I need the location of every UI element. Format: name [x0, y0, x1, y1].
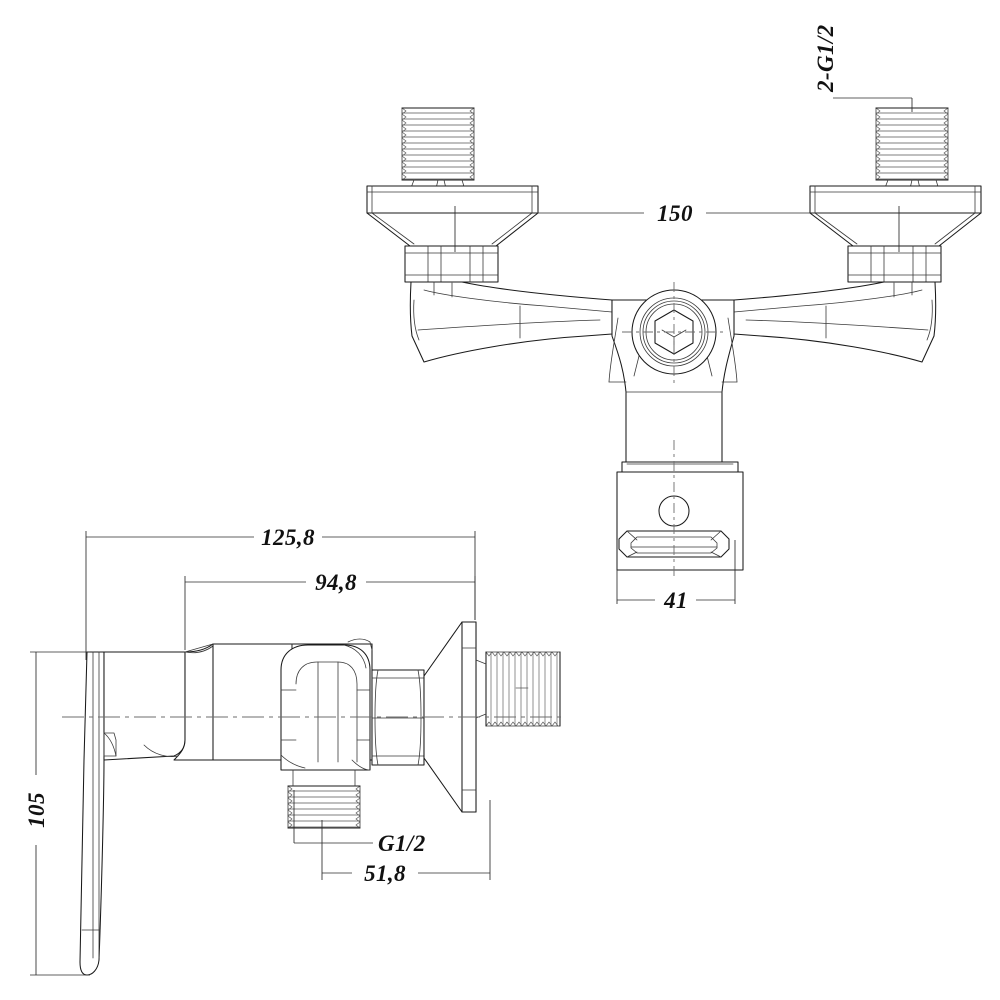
dim-inlet-spacing: 150 [454, 201, 900, 252]
left-thread-body [401, 107, 475, 181]
callout-2g12-label: 2-G1/2 [813, 24, 838, 93]
dim-handle-height: 105 [24, 651, 90, 976]
side-thread-crests [490, 651, 558, 727]
outlet-collar [621, 461, 739, 473]
left-thread-right-edge [469, 107, 475, 181]
side-body-notch-arc [103, 732, 117, 757]
eccentric-lower-nub [351, 759, 371, 771]
left-flange-plate [366, 185, 539, 247]
right-thread-crests [875, 112, 949, 180]
left-hexnut-body [404, 245, 499, 283]
callout-g12: G1/2 [293, 790, 426, 856]
dim-518-label: 51,8 [364, 861, 406, 886]
right-arm-elbow-inner [926, 299, 933, 341]
eccentric-top-fillet [343, 644, 367, 669]
side-hexnut-left-curve [374, 669, 379, 766]
left-hexnut-facets [427, 245, 484, 283]
right-thread-nipple [875, 107, 949, 181]
eccentric-connector [280, 638, 373, 771]
central-body-left-fillet [608, 317, 619, 383]
side-outlet-thread-body [287, 785, 361, 829]
side-view: 125,8 94,8 51,8 G1/2 [24, 525, 566, 976]
dim-body-depth: 94,8 [184, 570, 476, 650]
dim-41-label: 41 [663, 588, 688, 613]
side-body-bevel [184, 643, 214, 653]
side-outlet-thread [287, 769, 361, 829]
left-thread-nipple [401, 107, 475, 181]
left-arm-elbow-inner [413, 299, 420, 341]
right-arm-outline [733, 281, 937, 363]
left-flange-rect [366, 185, 539, 214]
right-arm-verticals [893, 281, 913, 298]
side-outlet-thread-crests [287, 790, 361, 828]
lever-handle-outline [79, 651, 105, 976]
side-thread-body [485, 651, 561, 727]
side-body-block-rect [212, 643, 293, 761]
lever-handle [79, 651, 117, 976]
left-arm-topline [423, 289, 613, 313]
dim-105-label: 105 [24, 792, 49, 828]
side-outlet-neck [292, 769, 356, 787]
right-flange-rect [809, 185, 982, 214]
right-cone-inner-r [934, 212, 976, 245]
right-hexnut-facets [870, 245, 927, 283]
central-body-right-fillet [727, 317, 738, 383]
left-hexnut-chamfers [404, 252, 499, 276]
dim-1258-label: 125,8 [261, 525, 315, 550]
left-arm-outline [409, 281, 613, 363]
right-inlet-assembly [733, 107, 982, 363]
side-hexnut-body [371, 669, 425, 766]
right-hexnut-body [847, 245, 942, 283]
aerator-plate [618, 530, 730, 558]
left-inlet-assembly [366, 107, 613, 363]
side-body-bottom-arc [143, 744, 179, 757]
left-hex-nut [404, 245, 499, 283]
right-body-arm [733, 281, 937, 363]
left-arm-verticals [433, 281, 453, 298]
right-arm-topline [733, 289, 923, 313]
side-outlet-left-edge [287, 785, 293, 829]
dim-outlet-width: 41 [616, 540, 736, 613]
callout-g12-label: G1/2 [378, 831, 426, 856]
side-hexnut-right-curve [417, 669, 422, 766]
side-flange-edges [461, 647, 477, 791]
outlet-spout [616, 440, 744, 580]
aerator-inner [630, 536, 718, 554]
dim-overall-depth: 125,8 [85, 525, 476, 660]
right-thread-left-edge [875, 107, 881, 181]
right-arm-midline [745, 319, 929, 331]
right-hex-nut [847, 245, 942, 283]
right-hexnut-chamfers [847, 252, 942, 276]
right-flange-plate [809, 185, 982, 247]
left-cone-inner-r [491, 212, 533, 245]
right-thread-right-edge [943, 107, 949, 181]
callout-2-g12: 2-G1/2 [813, 24, 913, 112]
eccentric-upper-nub [347, 638, 373, 651]
central-body [608, 282, 738, 471]
dim-948-label: 94,8 [315, 570, 357, 595]
dim-150-label: 150 [657, 201, 693, 226]
side-thread-top-edge [485, 651, 559, 657]
left-body-arm [409, 281, 613, 363]
left-arm-midline [417, 319, 601, 331]
left-thread-left-edge [401, 107, 407, 181]
side-hexnut-chamfers [371, 677, 425, 757]
right-cone-inner-l [814, 212, 858, 245]
left-thread-crests [401, 112, 475, 180]
side-thread-nipple [475, 651, 561, 727]
dim-outlet-offset: 51,8 [321, 800, 491, 886]
side-body-top-curve [184, 645, 214, 654]
aerator-corner-bevels [626, 530, 722, 558]
eccentric-bottom-fillet [280, 754, 306, 769]
left-cone-inner-l [371, 212, 415, 245]
front-view: 150 41 2-G1/2 [366, 24, 982, 613]
eccentric-body-edges [317, 661, 339, 763]
side-thread-bottom-edge [485, 721, 559, 727]
side-outlet-right-edge [355, 785, 361, 829]
side-body-notch [103, 732, 117, 757]
side-hex-nut [371, 669, 425, 766]
